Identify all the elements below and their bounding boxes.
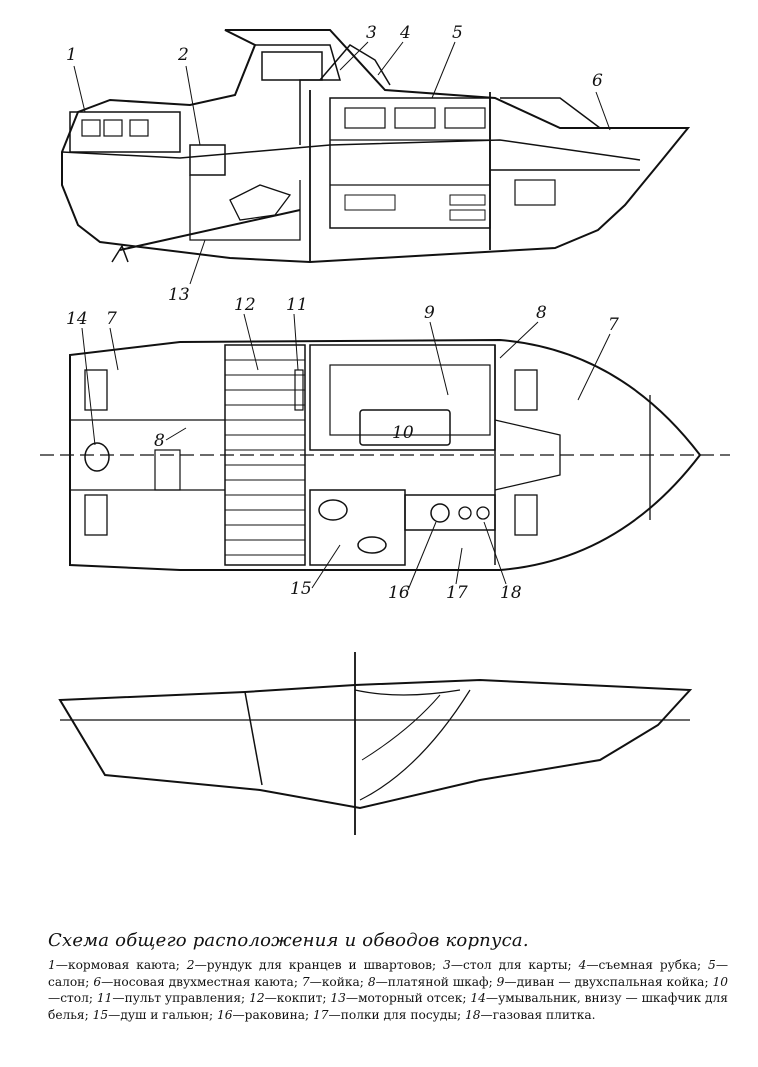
hull-lines [58,652,693,835]
label-10: 10 [392,423,414,443]
plan-labels: 14 7 12 11 9 8 7 8 10 15 16 17 18 [66,295,619,603]
side-labels: 1 2 3 4 5 6 13 [66,23,611,305]
label-5: 5 [452,23,463,43]
legend-number: 4 [578,958,587,972]
legend-text: —рундук для кранцев и швартовов; [194,958,444,972]
legend-number: 8 [367,974,376,989]
label-14: 14 [66,309,88,329]
legend-text: —съемная рубка; [586,958,709,972]
legend-text: —раковина; [232,1007,314,1022]
label-4: 4 [399,23,411,43]
plan-view [40,338,730,571]
side-elevation [61,29,691,264]
legend-text: —кокпит; [264,991,331,1005]
label-9: 9 [424,303,435,323]
cockpit-grating [225,359,305,556]
label-8-aft: 8 [154,431,165,451]
legend-number: 10 [712,974,728,989]
legend-number: 16 [216,1007,233,1022]
label-17: 17 [446,583,468,603]
legend-number: 13 [330,991,346,1005]
label-7-fwd: 7 [608,315,619,335]
label-18: 18 [500,583,522,603]
legend-number: 3 [443,958,451,972]
legend-text: —пульт управления; [112,991,250,1005]
legend-text: —койка; [309,974,368,989]
legend-number: 17 [313,1007,329,1022]
legend-text: —кормовая каюта; [55,958,187,972]
legend-number: 5 [708,958,716,972]
legend-text: —стол для карты; [450,958,579,972]
legend-number: 12 [249,991,265,1005]
figure-caption: Схема общего расположения и обводов корп… [48,930,728,1023]
legend-text: —умывальник, внизу — шкафчик для белья; [48,991,728,1022]
label-3: 3 [366,23,377,43]
label-13: 13 [168,285,190,305]
legend-number: 14 [470,991,486,1005]
legend-text: —стол; [48,991,97,1005]
legend-number: 9 [496,974,505,989]
legend-text: —полки для посуды; [328,1007,466,1022]
boat-drawing: 1 2 3 4 5 6 13 14 7 12 11 9 8 7 8 10 15 … [40,23,730,835]
caption-title: Схема общего расположения и обводов корп… [48,930,529,951]
label-15: 15 [290,579,312,599]
caption-legend: 1—кормовая каюта; 2—рундук для кранцев и… [48,957,728,1023]
label-16: 16 [388,583,410,603]
legend-number: 7 [301,974,310,989]
legend-number: 6 [93,974,102,989]
label-11: 11 [286,295,308,315]
legend-text: —платяной шкаф; [375,974,497,989]
label-7-aft: 7 [106,309,117,329]
legend-text: —салон; [48,958,728,989]
legend-text: —газовая плитка. [480,1007,596,1022]
legend-text: —моторный отсек; [345,991,471,1005]
label-6: 6 [592,71,603,91]
label-8-fwd: 8 [536,303,547,323]
label-12: 12 [234,295,256,315]
legend-number: 15 [92,1007,109,1022]
legend-text: —носовая двухместная каюта; [101,974,302,989]
legend-text: —душ и гальюн; [108,1007,217,1022]
label-2: 2 [177,45,189,65]
legend-number: 11 [96,991,113,1005]
label-1: 1 [66,45,77,65]
legend-number: 18 [465,1007,481,1022]
legend-text: —диван — двухспальная койка; [504,974,713,989]
legend-number: 2 [186,958,195,972]
legend-number: 1 [48,958,56,972]
